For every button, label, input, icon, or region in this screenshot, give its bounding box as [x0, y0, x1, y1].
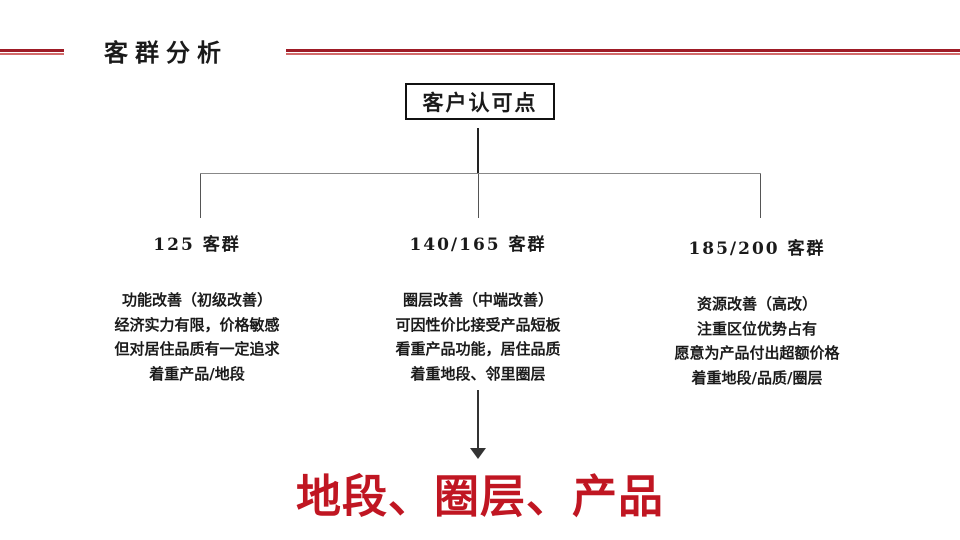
- root-node-box: 客户认可点: [405, 83, 555, 120]
- group-line: 资源改善（高改）: [696, 295, 817, 313]
- group-line: 可因性价比接受产品短板: [395, 315, 561, 334]
- group-header: 185/200 客群: [688, 239, 826, 259]
- group-line: 经济实力有限，价格敏感: [114, 315, 280, 334]
- group-header: 140/165 客群: [409, 235, 547, 255]
- group-line: 着重地段、邻里圈层: [410, 364, 546, 383]
- group-line: 圈层改善（中端改善）: [402, 291, 553, 309]
- group-line: 着重产品/地段: [149, 364, 245, 383]
- down-arrow-line: [477, 390, 479, 449]
- connector-horizontal: [200, 173, 761, 174]
- title-rule-right-thick-line: [286, 49, 960, 52]
- title-rule-left-thick-line: [0, 49, 64, 52]
- page-title: 客群分析: [104, 38, 228, 67]
- title-rule-right-thin-line: [286, 53, 960, 55]
- group-line: 但对居住品质有一定追求: [114, 340, 280, 358]
- title-rule-left-thin-line: [0, 53, 64, 55]
- group-column-140-165: 140/165 客群 圈层改善（中端改善） 可因性价比接受产品短板 看重产品功能…: [348, 230, 608, 386]
- arrow-down-icon: [470, 448, 486, 459]
- connector-drop-right: [760, 174, 761, 218]
- conclusion-text: 地段、圈层、产品: [295, 470, 664, 523]
- title-rule-right: [286, 49, 960, 55]
- group-header: 125 客群: [153, 235, 241, 255]
- connector-stem: [477, 128, 479, 173]
- connector-drop-left: [200, 174, 201, 218]
- group-line: 愿意为产品付出超额价格: [674, 344, 840, 362]
- group-column-185-200: 185/200 客群 资源改善（高改） 注重区位优势占有 愿意为产品付出超额价格…: [627, 234, 887, 390]
- group-line: 着重地段/品质/圈层: [691, 368, 823, 387]
- title-rule-left: [0, 49, 64, 55]
- group-line: 注重区位优势占有: [696, 319, 817, 338]
- group-line: 功能改善（初级改善）: [121, 291, 272, 309]
- group-column-125: 125 客群 功能改善（初级改善） 经济实力有限，价格敏感 但对居住品质有一定追…: [67, 230, 327, 386]
- group-line: 看重产品功能，居住品质: [395, 340, 561, 358]
- connector-drop-center: [478, 174, 479, 218]
